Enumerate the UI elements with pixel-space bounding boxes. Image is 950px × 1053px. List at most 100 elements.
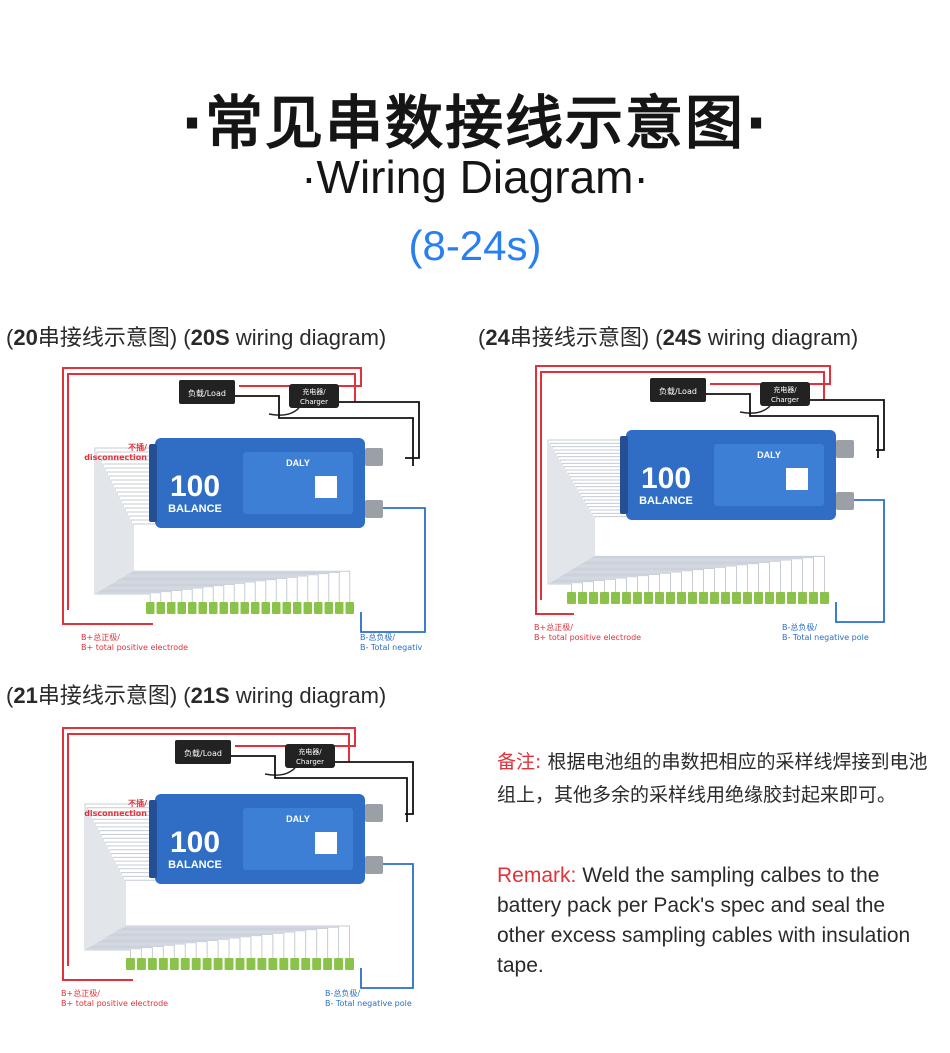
sampling-wire (96, 451, 162, 602)
sampling-wire (122, 503, 298, 602)
sampling-wire (563, 466, 660, 592)
sampling-wire (116, 491, 267, 602)
sampling-wire (120, 872, 329, 958)
battery-cell (301, 958, 311, 970)
sampling-wire (86, 807, 155, 958)
sampling-wire (106, 471, 214, 602)
charger-label-cn: 充电器/ (302, 387, 326, 396)
battery-cell (622, 592, 631, 604)
sampling-wire (94, 822, 186, 958)
battery-cell (633, 592, 642, 604)
bms-connector (149, 800, 157, 878)
b-minus-label-cn: B-总负极/ (360, 632, 395, 642)
battery-cell (177, 602, 186, 614)
remark-cn-text: 根据电池组的串数把相应的采样线焊接到电池组上，其他多余的采样线用绝缘胶封起来即可… (497, 751, 928, 806)
remark-en-text: Weld the sampling calbes to the battery … (497, 864, 911, 977)
b-minus-label-cn: B-总负极/ (325, 988, 360, 998)
qr-code (315, 476, 337, 498)
bms-brand: DALY (286, 458, 310, 468)
sampling-wire (555, 452, 626, 592)
load-label: 负载/Load (184, 748, 222, 758)
battery-cell (261, 602, 270, 614)
charger-wire (339, 401, 420, 459)
bms-balance: BALANCE (639, 495, 693, 507)
sampling-wire (547, 439, 626, 592)
battery-cell (743, 592, 752, 604)
sampling-wire (593, 516, 825, 592)
load-label: 负载/Load (188, 388, 226, 398)
charger-label-en: Charger (771, 396, 799, 404)
positive-wire-2 (67, 733, 350, 966)
terminal-bminus (365, 500, 383, 518)
sampling-wire (118, 495, 277, 602)
battery-cell (147, 958, 157, 970)
b-minus-wire (360, 507, 426, 633)
bms-label-plate (243, 808, 353, 870)
sampling-wire (90, 814, 164, 958)
b-plus-label-cn: B+总正极/ (81, 632, 120, 642)
sampling-wire (100, 833, 219, 958)
sampling-wire (571, 479, 704, 592)
terminal-pminus (365, 448, 383, 466)
battery-cell (323, 958, 333, 970)
sampling-wire (589, 509, 803, 592)
sampling-wire (575, 486, 726, 592)
sampling-wire (118, 868, 318, 958)
battery-cell (754, 592, 763, 604)
battery-cell (798, 592, 807, 604)
sampling-wire (124, 879, 351, 958)
load-wire (231, 755, 408, 822)
charger-cable (268, 407, 300, 416)
sampling-wire (551, 446, 626, 592)
sampling-wire (108, 849, 263, 958)
sampling-wire (116, 864, 307, 958)
battery-cell (312, 958, 322, 970)
bms-connector (149, 444, 157, 522)
battery-cell (126, 958, 135, 970)
battery-cell (303, 602, 312, 614)
sampling-wire (114, 487, 256, 602)
bms-balance: BALANCE (168, 503, 222, 515)
b-minus-label-en: B- Total negative pole (325, 999, 412, 1008)
terminal-bminus (365, 856, 383, 874)
battery-cell (345, 602, 354, 614)
battery-cell (345, 958, 354, 970)
battery-cell (567, 592, 576, 604)
battery-cell (279, 958, 289, 970)
sampling-wire (102, 463, 193, 602)
load-label: 负载/Load (659, 386, 697, 396)
sampling-wire (557, 456, 627, 592)
b-minus-wire (360, 863, 414, 989)
battery-cell (324, 602, 333, 614)
charger-label-en: Charger (296, 758, 324, 766)
sampling-wire (579, 492, 748, 592)
remark-cn-label: 备注: (497, 751, 542, 773)
charger-box (285, 744, 335, 768)
battery-cell (644, 592, 653, 604)
sampling-wire (100, 459, 183, 602)
b-minus-label-cn: B-总负极/ (782, 622, 817, 632)
sampling-wire (88, 811, 155, 958)
qr-code (315, 832, 337, 854)
charger-label-cn: 充电器/ (298, 747, 322, 756)
sampling-wire (567, 472, 682, 592)
load-box (175, 740, 231, 764)
battery-cell (334, 958, 344, 970)
caption-24s: (24串接线示意图) (24S wiring diagram) (478, 325, 859, 350)
battery-cell (235, 958, 245, 970)
sampling-wire (124, 507, 309, 602)
battery-cell (699, 592, 708, 604)
sampling-wire (112, 856, 285, 958)
battery-cell (251, 602, 260, 614)
battery-cell (809, 592, 818, 604)
sampling-wire (96, 826, 197, 958)
page-title-en: ·Wiring Diagram· (301, 151, 649, 203)
b-plus-wire (62, 968, 133, 981)
terminal-pminus (836, 440, 854, 458)
battery-cell (314, 602, 323, 614)
battery-cell (293, 602, 302, 614)
terminal-pminus (365, 804, 383, 822)
battery-cell (710, 592, 719, 604)
sampling-wire (104, 841, 241, 958)
